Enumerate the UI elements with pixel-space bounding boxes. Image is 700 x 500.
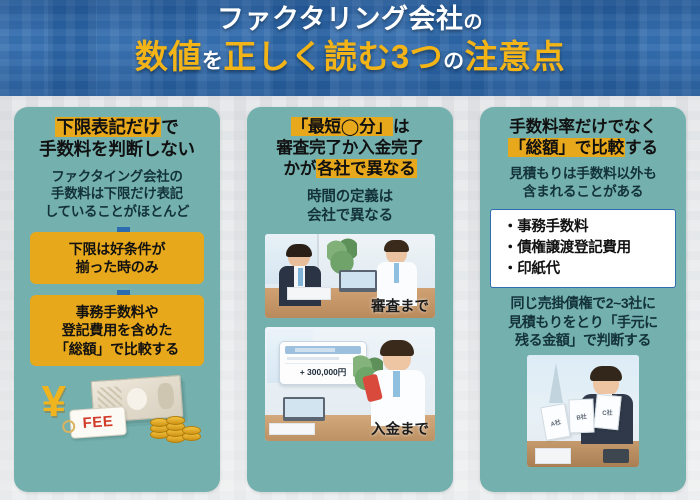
header-banner: ファクタリング会社の 数値を正しく読む3つの注意点: [0, 0, 700, 96]
tablet-icon: [603, 448, 629, 463]
document-icon: [287, 286, 331, 300]
deposit-amount: + 300,000円: [285, 362, 361, 380]
panel-1-subtext: ファクタイング会社の 手数料は下限だけ表記 していることがほとんど: [44, 168, 190, 220]
quote-label-b: B社: [576, 414, 588, 422]
panel-2-title-highlight-1: 「最短◯分」: [290, 117, 393, 136]
panel-1: 下限表記だけで 手数料を判断しない ファクタイング会社の 手数料は下限だけ表記 …: [14, 107, 220, 492]
fee-items-list: ・事務手数料 ・債権譲渡登記費用 ・印紙代: [503, 217, 669, 280]
panel-2-title-tail-1: は: [392, 117, 410, 136]
page-title-line2-b: を: [201, 50, 224, 73]
happy-client-figure: [362, 339, 425, 426]
panel-2-title: 「最短◯分」は 審査完了か入金完了 かが各社で異なる: [252, 116, 448, 180]
panel-3-subtext: 見積もりは手数料以外も 含まれることがある: [509, 166, 657, 200]
laptop-icon: [283, 396, 325, 421]
header-shade-overlay: [0, 0, 700, 96]
fee-tag-label: FEE: [81, 412, 114, 432]
panels-row: 下限表記だけで 手数料を判断しない ファクタイング会社の 手数料は下限だけ表記 …: [0, 99, 700, 500]
page-title-line2-d: の: [443, 50, 465, 73]
panel-2: 「最短◯分」は 審査完了か入金完了 かが各社で異なる 時間の定義は 会社で異なる…: [247, 107, 453, 492]
header-building-silhouettes: [0, 0, 700, 96]
page-title-line2-c: 正しく読む3つ: [223, 38, 444, 75]
fee-items-box: ・事務手数料 ・債権譲渡登記費用 ・印紙代: [490, 209, 676, 289]
list-item: ・印紙代: [503, 261, 560, 278]
quote-label-a: A社: [550, 419, 562, 429]
deposit-notification-card: + 300,000円: [279, 340, 367, 385]
yen-symbol-icon: ¥: [41, 376, 66, 426]
list-item: ・事務手数料: [503, 219, 589, 236]
panel-3: 手数料率だけでなく 「総額」で比較する 見積もりは手数料以外も 含まれることがあ…: [480, 107, 686, 492]
laptop-icon: [339, 269, 377, 292]
quote-papers-group: A社 B社 C社: [540, 393, 622, 441]
document-icon: [269, 422, 315, 435]
page-title-line2-e: 注意点: [464, 38, 566, 75]
panel-1-title-highlight: 下限表記だけ: [55, 117, 162, 137]
page-title-line2: 数値を正しく読む3つの注意点: [0, 40, 700, 73]
photo-comparing-quotes: A社 B社 C社: [527, 354, 639, 467]
page-title-line1-main: ファクタリング会社: [217, 4, 464, 34]
client-figure: [377, 239, 417, 306]
tower-icon: [549, 362, 563, 403]
header-building-texture: [0, 0, 700, 96]
panel-1-title-line2: 手数料を判断しない: [39, 139, 195, 160]
panel-2-title-line3-head: かが: [283, 159, 317, 179]
panel-1-title-tail: で: [161, 117, 179, 137]
page-title-line1: ファクタリング会社の: [0, 6, 700, 33]
photo-screening-meeting: 審査まで: [265, 233, 435, 318]
quote-paper-c: C社: [593, 393, 622, 431]
list-item: ・債権譲渡登記費用: [503, 240, 631, 257]
panel-3-title-line1: 手数料率だけでなく: [509, 117, 657, 136]
quote-paper-b: B社: [568, 398, 595, 434]
panel-1-step-1: 下限は好条件が 揃った時のみ: [30, 231, 204, 285]
photo-deposit-received: + 300,000円 入金まで: [265, 326, 435, 441]
quote-label-c: C社: [602, 410, 613, 417]
panel-2-subtext: 時間の定義は 会社で異なる: [307, 188, 393, 224]
photo-caption-deposit: 入金まで: [371, 421, 429, 438]
page-title-line2-a: 数値: [134, 38, 202, 75]
panel-3-title-tail: する: [624, 138, 658, 158]
quote-paper-a: A社: [540, 403, 571, 441]
photo-caption-screening: 審査まで: [371, 298, 429, 315]
panel-1-step-2: 事務手数料や 登記費用を含めた 「総額」で比較する: [30, 295, 204, 366]
clipboard-icon: [535, 447, 571, 464]
panel-3-title-highlight: 「総額」で比較: [508, 138, 625, 158]
money-illustration: ¥ FEE: [30, 374, 205, 446]
panel-2-title-line2: 審査完了か入金完了: [276, 138, 424, 158]
panel-2-title-highlight-2: 各社で異なる: [316, 159, 417, 179]
panel-1-title: 下限表記だけで 手数料を判断しない: [19, 116, 215, 161]
page-title-line1-suffix: の: [463, 12, 483, 33]
panel-3-conclusion: 同じ売掛債権で2~3社に 見積もりをとり「手元に 残る金額」で判断する: [508, 295, 658, 348]
fee-price-tag-icon: FEE: [68, 405, 127, 439]
panel-3-title: 手数料率だけでなく 「総額」で比較する: [485, 116, 681, 158]
header-title-block: ファクタリング会社の 数値を正しく読む3つの注意点: [0, 6, 700, 74]
